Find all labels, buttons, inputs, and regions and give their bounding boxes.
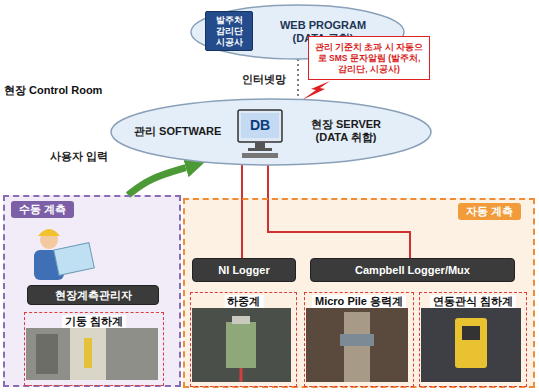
sensor-name: 기둥 침하계: [62, 315, 126, 328]
data-cable: [268, 165, 410, 258]
monitor: [238, 110, 282, 142]
drawing-sheet: [54, 243, 95, 276]
sensor-name: 하중계: [224, 295, 263, 308]
monitor-stand: [255, 142, 265, 148]
panel-tag: 수동 계측: [11, 201, 74, 218]
pile: [344, 312, 370, 382]
internet-link: [297, 59, 299, 99]
column: [70, 328, 106, 380]
person-icon: [34, 229, 94, 280]
strain-gauge: [340, 334, 374, 346]
sensor-box: Micro Pile 응력계: [304, 292, 414, 387]
node-text: Campbell Logger/Mux: [355, 264, 470, 277]
load-cell-photo: [192, 308, 291, 382]
control-room-ellipse: 관리 SOFTWARE 현장 SERVER (DATA 취합): [110, 98, 432, 166]
node-text: NI Logger: [218, 264, 269, 277]
manager-box: 현장계측관리자: [27, 285, 159, 305]
node-text: 현장계측관리자: [55, 289, 132, 302]
panel-tag: 자동 계측: [458, 203, 521, 220]
load-cell: [226, 322, 256, 368]
photo-ground: [421, 308, 521, 382]
screen: [241, 113, 279, 138]
photo-detail: [36, 334, 58, 374]
connector-label: 인터넷망: [240, 73, 288, 86]
client-box: 발주처 감리단 시공사: [205, 11, 253, 51]
photo-ground: [306, 308, 408, 382]
db-label: DB: [250, 117, 270, 133]
manual-measure-panel: 현장계측관리자기둥 침하계 수동 계측: [3, 195, 181, 387]
node-text: 발주처 감리단 시공사: [210, 15, 248, 48]
auto-measure-panel: NI Logger Campbell Logger/Mux 하중계 Micro Pil…: [183, 198, 535, 388]
sensor-name: Micro Pile 응력계: [312, 295, 406, 308]
ellipse-shape: [111, 99, 431, 165]
auto-panel-fill: [183, 198, 535, 388]
photo-ground: [192, 308, 291, 382]
lightning-bolt: [302, 81, 330, 100]
sensor-box: 하중계: [190, 292, 297, 387]
settlement-gauge: [455, 318, 487, 368]
column-gauge-photo: [26, 328, 158, 380]
photo-ground: [26, 328, 158, 380]
micro-pile-photo: [306, 308, 408, 382]
monitor-base: [248, 148, 272, 151]
manual-panel-fill: [3, 195, 181, 387]
sensor-box: 기둥 침하계: [24, 312, 164, 386]
sensor-name: 연동관식 침하계: [430, 295, 516, 308]
person-helmet: [38, 229, 60, 236]
logger-box: NI Logger: [192, 258, 296, 282]
cable: [240, 368, 243, 382]
node-text: 현장 SERVER (DATA 취합): [296, 118, 396, 144]
node-text: 관리 기준치 초과 시 자동으로 SMS 문자알림 (발주처, 감리단, 시공사…: [313, 42, 425, 75]
user-input-arrow: [128, 168, 186, 195]
computer-icon: [238, 110, 282, 158]
data-cable: [241, 164, 243, 258]
node-text: 관리 SOFTWARE: [134, 125, 221, 138]
connector-label: 사용자 입력: [48, 150, 110, 163]
keyboard: [242, 153, 278, 158]
logger-box: Campbell Logger/Mux: [310, 258, 515, 282]
sms-alert-callout: 관리 기준치 초과 시 자동으로 SMS 문자알림 (발주처, 감리단, 시공사…: [308, 36, 430, 80]
room-label: 현장 Control Room: [4, 84, 102, 97]
settlement-gauge-photo: [421, 308, 521, 382]
sensor-box: 연동관식 침하계: [419, 292, 527, 387]
gauge-face: [462, 326, 480, 340]
gauge: [84, 338, 92, 368]
cell-cap: [232, 316, 250, 324]
